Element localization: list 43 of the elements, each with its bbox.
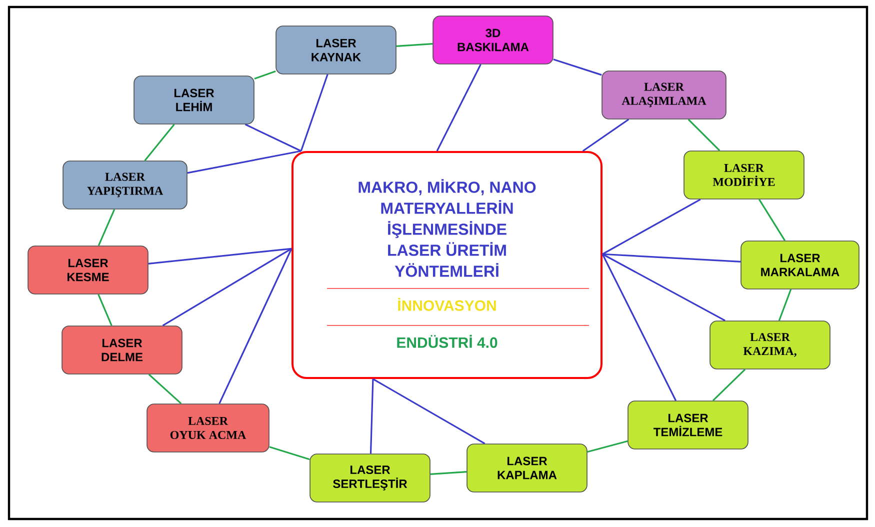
connector-line [144,124,175,162]
connector-line [602,253,726,322]
process-box: LASER MARKALAMA [740,240,860,290]
connector-line [370,378,374,454]
process-box: LASER KAPLAMA [466,444,588,492]
process-box: LASER KAYNAK [276,26,396,74]
connector-line [602,253,741,263]
connector-line [396,43,433,47]
process-box: LASER OYUK ACMA [146,404,270,452]
connector-line [148,248,292,264]
connector-line [587,440,628,453]
connector-line [758,198,786,242]
connector-line [602,198,701,255]
process-box: LASER TEMİZLEME [628,400,748,450]
process-box: LASER MODİFİYE [684,150,804,200]
connector-line [98,209,116,246]
connector-line [582,118,630,152]
process-box: LASER SERTLEŞTİR [310,454,430,502]
connector-line [553,58,602,76]
connector-line [712,368,746,402]
connector-line [430,471,467,475]
connector-line [148,374,182,404]
connector-line [98,294,112,326]
connector-line [778,289,792,321]
connector-line [244,124,302,152]
connector-line [162,248,292,326]
process-box: 3D BASKILAMA [432,16,554,64]
process-box: LASER ALAŞIMLAMA [602,70,726,120]
topic-box: MAKRO, MİKRO, NANO MATERYALLERİN İŞLENMESİNDE LASER ÜRETİM YÖNTEMLERİ İNNOVASYON ENDÜSTRİ 4.0 [292,151,602,379]
connector-line [254,70,276,80]
process-box: LASER YAPIŞTIRMA [62,160,188,210]
process-box: LASER KESME [28,246,148,294]
connector-line [187,150,302,174]
connector-line [269,446,310,460]
connector-line [602,254,677,401]
process-box: LASER KAZIMA, [710,320,830,370]
connector-line [436,64,482,152]
process-box: LASER DELME [62,326,182,374]
process-box: LASER LEHİM [134,76,254,124]
connector-line [688,118,720,152]
connector-line [372,378,486,444]
connector-line [300,74,328,152]
connector-line [218,248,292,404]
